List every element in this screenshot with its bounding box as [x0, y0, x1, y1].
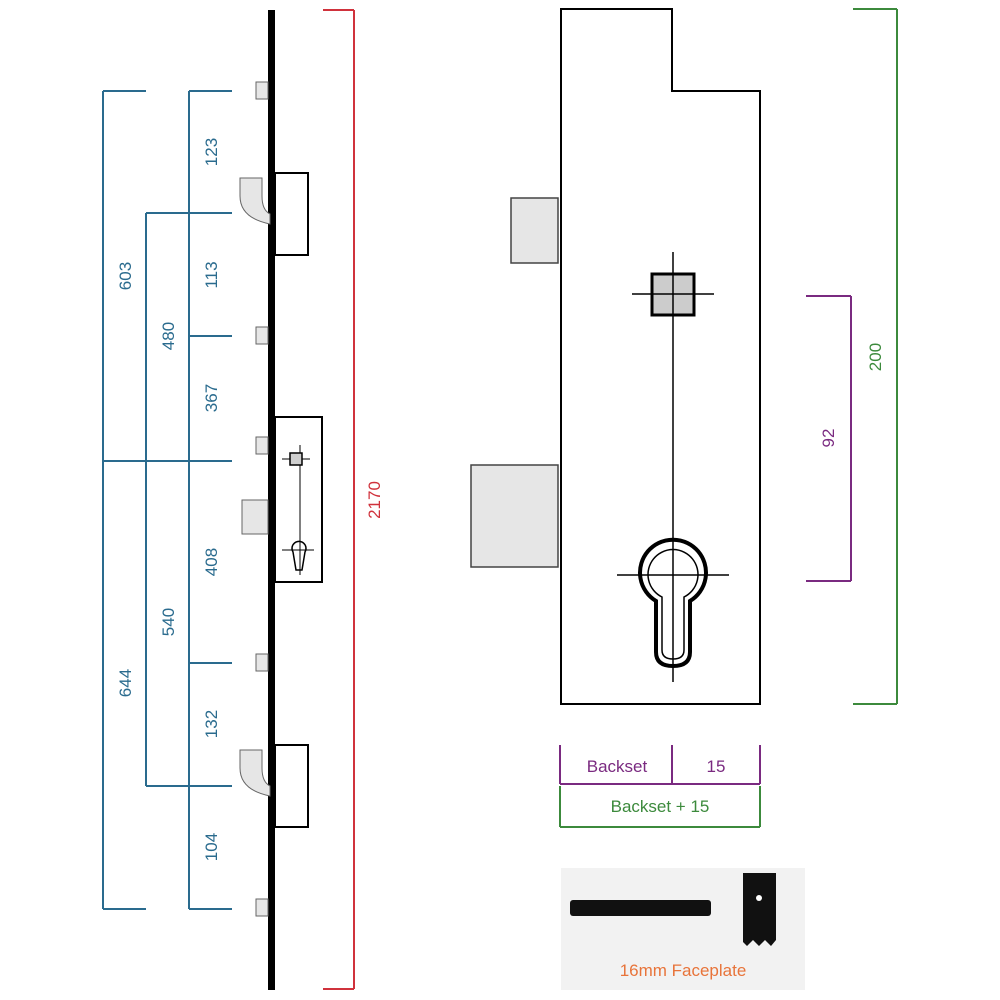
lock-case-outline: [560, 8, 761, 705]
dim-603: 603: [116, 262, 135, 290]
faceplate-panel: 16mm Faceplate: [561, 868, 805, 990]
dim-132: 132: [202, 710, 221, 738]
backset-label: Backset: [587, 757, 648, 776]
cylinder-keyhole: [617, 537, 729, 669]
faceplate-bar: [268, 10, 275, 990]
spindle-square: [632, 272, 714, 317]
lock-case-detail: 200 92 Backset 15 Backset + 15: [470, 8, 898, 828]
roller-bolt-3: [255, 436, 269, 455]
faceplate-label: 16mm Faceplate: [620, 961, 747, 980]
dim-644: 644: [116, 669, 135, 697]
faceplate-side-profile: [570, 900, 711, 916]
dim-2170: 2170: [365, 481, 384, 519]
central-gearbox: [241, 416, 323, 583]
total-height-bracket: [323, 9, 355, 990]
offset-15-label: 15: [707, 757, 726, 776]
backset-bracket: [559, 745, 761, 785]
left-lock-elevation: 603 644 480 540 123 113 367 408 132 104: [102, 9, 384, 990]
faceplate-end-profile: [743, 873, 776, 946]
dim-408: 408: [202, 548, 221, 576]
roller-bolt-1: [255, 81, 269, 100]
roller-bolt-2: [255, 326, 269, 345]
dim-92: 92: [819, 429, 838, 448]
roller-bolt-5: [255, 898, 269, 917]
backset-total-label: Backset + 15: [611, 797, 710, 816]
deadbolt: [510, 197, 559, 264]
dim-480: 480: [159, 322, 178, 350]
dim-113: 113: [202, 261, 221, 288]
dim-104: 104: [202, 833, 221, 861]
centres-bracket: [806, 295, 852, 582]
inner-dimension-chain: [188, 90, 232, 910]
backset-total-bracket: [559, 786, 761, 828]
dim-123: 123: [202, 138, 221, 166]
outer-dimension-bracket: [102, 90, 146, 910]
dim-540: 540: [159, 608, 178, 636]
latch-bolt: [470, 464, 559, 568]
case-height-bracket: [853, 8, 898, 705]
dim-200: 200: [866, 343, 885, 371]
bottom-hook-bolt: [239, 744, 309, 828]
roller-bolt-4: [255, 653, 269, 672]
dim-367: 367: [202, 384, 221, 412]
top-hook-bolt: [239, 172, 309, 256]
